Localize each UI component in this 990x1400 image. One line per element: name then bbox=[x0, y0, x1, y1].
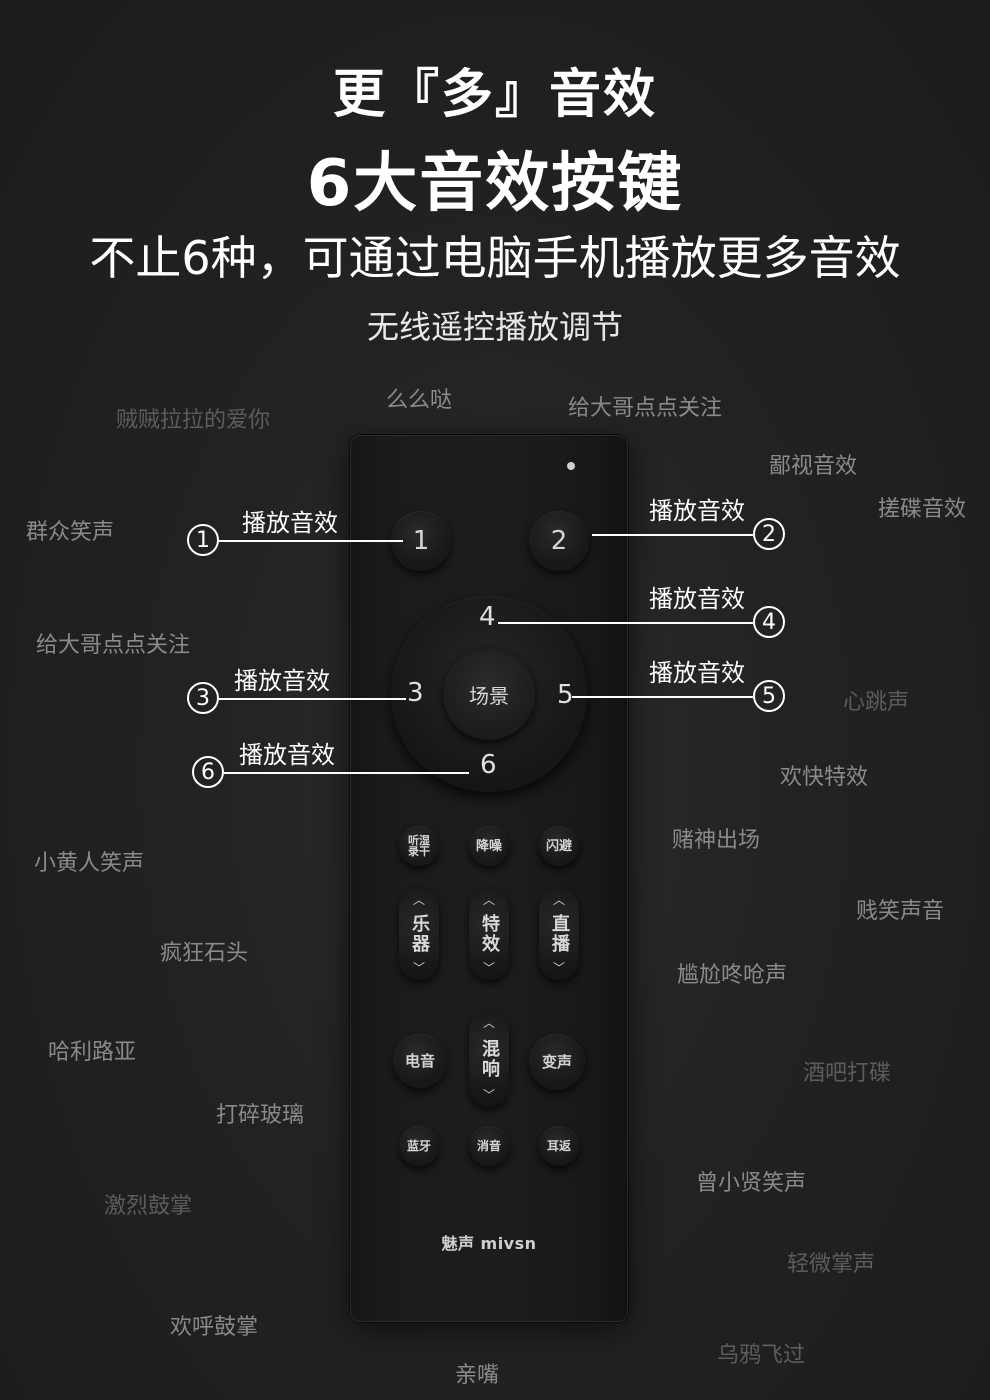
callout-marker: 1 bbox=[187, 524, 219, 556]
sfx-label: 群众笑声 bbox=[26, 520, 115, 545]
rocker-label: 混响 bbox=[479, 1039, 500, 1079]
sfx-label: 欢呼鼓掌 bbox=[170, 1315, 259, 1340]
chevron-up-icon[interactable]: ︿ bbox=[412, 893, 425, 907]
scene-label: 场景 bbox=[469, 683, 509, 708]
sfx-label: 小黄人笑声 bbox=[34, 851, 145, 876]
rocker-label: 特效 bbox=[479, 914, 500, 954]
callout-marker: 6 bbox=[192, 756, 224, 788]
callout-marker: 4 bbox=[753, 606, 785, 638]
button-2[interactable]: 2 bbox=[529, 511, 589, 571]
dpad-left-button[interactable]: 3 bbox=[407, 678, 424, 708]
sfx-label: 酒吧打碟 bbox=[803, 1061, 892, 1086]
callout-label: 播放音效 bbox=[239, 741, 335, 769]
sfx-label: 鄙视音效 bbox=[769, 454, 858, 479]
page-title: 更『多』音效 bbox=[332, 65, 657, 125]
sfx-label: 给大哥点点关注 bbox=[36, 633, 191, 658]
button-label: 2 bbox=[550, 526, 568, 556]
chevron-down-icon[interactable]: ﹀ bbox=[482, 1088, 495, 1102]
page-subtitle: 6大音效按键 bbox=[306, 147, 684, 221]
chevron-up-icon[interactable]: ︿ bbox=[482, 1016, 495, 1030]
sfx-label: 贱笑声音 bbox=[856, 899, 945, 924]
sfx-label: 疯狂石头 bbox=[160, 941, 249, 966]
sfx-label: 心跳声 bbox=[843, 690, 910, 715]
noise-reduction-button[interactable]: 降噪 bbox=[469, 826, 509, 866]
rocker-label: 直播 bbox=[549, 914, 570, 954]
callout-marker: 2 bbox=[753, 518, 785, 550]
dpad-right-button[interactable]: 5 bbox=[557, 680, 574, 710]
indicator-led bbox=[567, 462, 575, 470]
callout-label: 播放音效 bbox=[649, 585, 745, 613]
effects-rocker[interactable]: ︿ 特效 ﹀ bbox=[469, 888, 509, 980]
chevron-down-icon[interactable]: ﹀ bbox=[412, 961, 425, 975]
dpad-up-button[interactable]: 4 bbox=[479, 602, 496, 632]
sfx-label: 哈利路亚 bbox=[48, 1040, 137, 1065]
live-rocker[interactable]: ︿ 直播 ﹀ bbox=[539, 888, 579, 980]
chevron-down-icon[interactable]: ﹀ bbox=[482, 961, 495, 975]
reverb-rocker[interactable]: ︿ 混响 ﹀ bbox=[469, 1011, 509, 1107]
scene-button[interactable]: 场景 bbox=[443, 648, 535, 740]
sfx-label: 欢快特效 bbox=[780, 765, 869, 790]
dpad-down-button[interactable]: 6 bbox=[480, 750, 497, 780]
remote-control: 1 2 4 3 5 6 场景 听湿 录干 降噪 闪避 ︿ 乐器 ﹀ ︿ 特效 ﹀… bbox=[350, 435, 628, 1322]
mute-button[interactable]: 消音 bbox=[469, 1126, 509, 1166]
sfx-label: 打碎玻璃 bbox=[216, 1103, 305, 1128]
callout-line bbox=[219, 698, 406, 700]
callout-label: 播放音效 bbox=[234, 667, 330, 695]
sfx-label: 搓碟音效 bbox=[878, 497, 967, 522]
record-button[interactable]: 听湿 录干 bbox=[399, 826, 439, 866]
callout-label: 播放音效 bbox=[649, 659, 745, 687]
callout-line bbox=[592, 534, 753, 536]
sfx-label: 曾小贤笑声 bbox=[696, 1171, 807, 1196]
sfx-label: 轻微掌声 bbox=[787, 1252, 876, 1277]
callout-label: 播放音效 bbox=[242, 509, 338, 537]
sfx-label: 赌神出场 bbox=[672, 828, 761, 853]
callout-label: 播放音效 bbox=[649, 497, 745, 525]
callout-line bbox=[219, 540, 403, 542]
sfx-label: 乌鸦飞过 bbox=[717, 1343, 806, 1368]
callout-line bbox=[224, 772, 469, 774]
chevron-down-icon[interactable]: ﹀ bbox=[552, 961, 565, 975]
chevron-up-icon[interactable]: ︿ bbox=[552, 893, 565, 907]
bluetooth-button[interactable]: 蓝牙 bbox=[399, 1126, 439, 1166]
monitor-button[interactable]: 耳返 bbox=[539, 1126, 579, 1166]
callout-marker: 5 bbox=[753, 680, 785, 712]
sfx-label: 亲嘴 bbox=[455, 1363, 500, 1388]
callout-line bbox=[572, 696, 753, 698]
dpad-ring: 4 3 5 6 场景 bbox=[391, 596, 587, 792]
sfx-label: 尴尬咚呛声 bbox=[677, 963, 788, 988]
callout-line bbox=[498, 622, 753, 624]
sfx-label: 么么哒 bbox=[386, 388, 453, 413]
feature-text: 无线遥控播放调节 bbox=[366, 308, 623, 346]
electronic-tone-button[interactable]: 电音 bbox=[393, 1034, 447, 1088]
dodge-button[interactable]: 闪避 bbox=[539, 826, 579, 866]
tagline: 不止6种，可通过电脑手机播放更多音效 bbox=[89, 231, 901, 285]
sfx-label: 贼贼拉拉的爱你 bbox=[116, 408, 271, 433]
chevron-up-icon[interactable]: ︿ bbox=[482, 893, 495, 907]
instrument-rocker[interactable]: ︿ 乐器 ﹀ bbox=[399, 888, 439, 980]
sfx-label: 给大哥点点关注 bbox=[568, 396, 723, 421]
callout-marker: 3 bbox=[187, 682, 219, 714]
brand-logo: 魅声 mivsn bbox=[441, 1234, 537, 1253]
voice-change-button[interactable]: 变声 bbox=[529, 1034, 585, 1090]
button-label: 1 bbox=[412, 526, 430, 556]
sfx-label: 激烈鼓掌 bbox=[104, 1194, 193, 1219]
rocker-label: 乐器 bbox=[409, 914, 430, 954]
